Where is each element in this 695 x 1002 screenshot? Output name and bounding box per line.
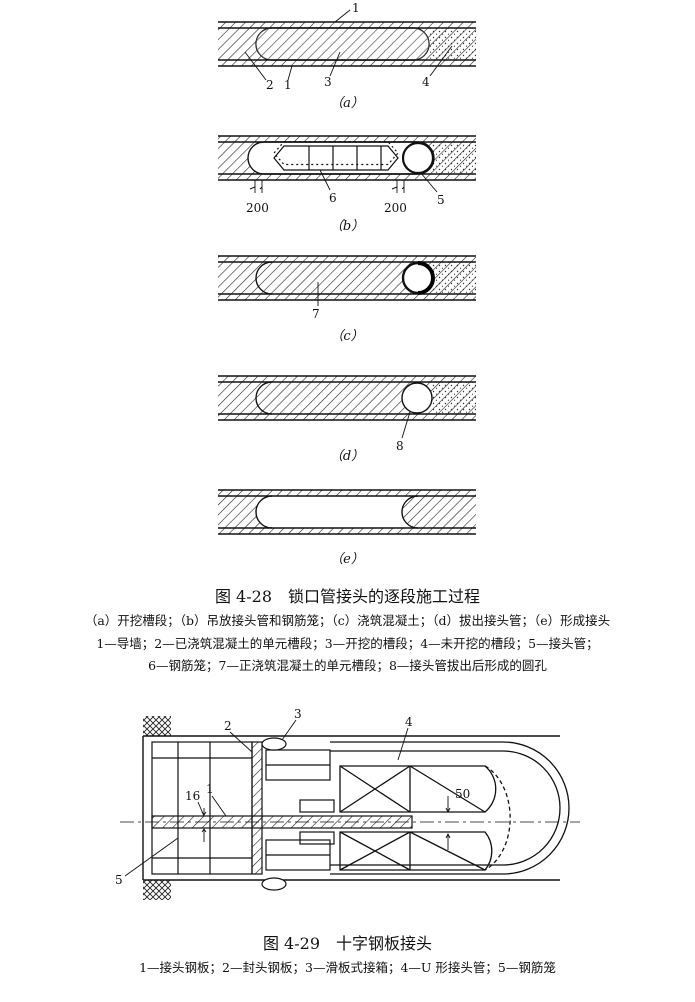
rebar-cage bbox=[273, 141, 399, 171]
panel-c: 7 （c） bbox=[218, 255, 476, 344]
marker-5: 5 bbox=[115, 873, 123, 887]
joint-pipe bbox=[401, 141, 435, 175]
panel-c-label: （c） bbox=[330, 328, 363, 344]
fig-4-28-legend-line-2: 1—导墙；2—已浇筑混凝土的单元槽段；3—开挖的槽段；4—未开挖的槽段；5—接头… bbox=[96, 636, 599, 651]
unexcavated-segment bbox=[430, 28, 476, 60]
marker-6: 6 bbox=[329, 191, 337, 205]
panel-b-label: （b） bbox=[330, 218, 364, 234]
panel-d: 8 （d） bbox=[218, 375, 476, 464]
fig-4-29-drawing: 2 3 4 16 1 50 5 bbox=[115, 707, 580, 900]
marker-2: 2 bbox=[224, 719, 232, 733]
marker-3: 3 bbox=[324, 75, 332, 89]
marker-8: 8 bbox=[396, 439, 404, 453]
panel-e-label: （e） bbox=[330, 551, 364, 567]
slide-box bbox=[261, 737, 335, 891]
fig-4-29-legend: 1—接头钢板；2—封头钢板；3—滑板式接箱；4—U 形接头管；5—钢筋笼 bbox=[139, 960, 556, 975]
panel-d-label: （d） bbox=[330, 448, 364, 464]
marker-1: 1 bbox=[352, 1, 360, 15]
marker-4: 4 bbox=[422, 75, 430, 89]
fig-4-28-title: 图 4-28 锁口管接头的逐段施工过程 bbox=[214, 587, 481, 606]
panel-e: （e） bbox=[218, 489, 476, 567]
marker-1: 1 bbox=[206, 782, 214, 796]
marker-7: 7 bbox=[312, 307, 320, 321]
panel-a: 1 2 1 3 4 （a） bbox=[218, 1, 476, 111]
marker-50: 50 bbox=[455, 787, 470, 801]
marker-4: 4 bbox=[405, 715, 413, 729]
rebar-cage-5 bbox=[151, 741, 253, 875]
marker-2: 2 bbox=[266, 78, 274, 92]
panel-a-label: （a） bbox=[330, 95, 364, 111]
fig-4-29-title: 图 4-29 十字钢板接头 bbox=[262, 934, 433, 953]
dim-200-left: 200 bbox=[246, 201, 269, 215]
marker-5: 5 bbox=[437, 193, 445, 207]
dim-200-right: 200 bbox=[384, 201, 407, 215]
marker-16: 16 bbox=[185, 789, 200, 803]
end-plate bbox=[251, 741, 263, 875]
fig-4-28-legend-line-1: （a）开挖槽段；（b）吊放接头管和钢筋笼；（c）浇筑混凝土；（d）拔出接头管；（… bbox=[84, 613, 611, 628]
marker-1b: 1 bbox=[284, 78, 292, 92]
round-hole bbox=[401, 382, 433, 414]
fig-4-28-legend-line-3: 6—钢筋笼；7—正浇筑混凝土的单元槽段；8—接头管拔出后形成的圆孔 bbox=[148, 658, 547, 673]
panel-b: 200 200 6 5 （b） bbox=[218, 135, 476, 234]
marker-3: 3 bbox=[294, 707, 302, 721]
u-joint-pipe bbox=[330, 741, 570, 875]
